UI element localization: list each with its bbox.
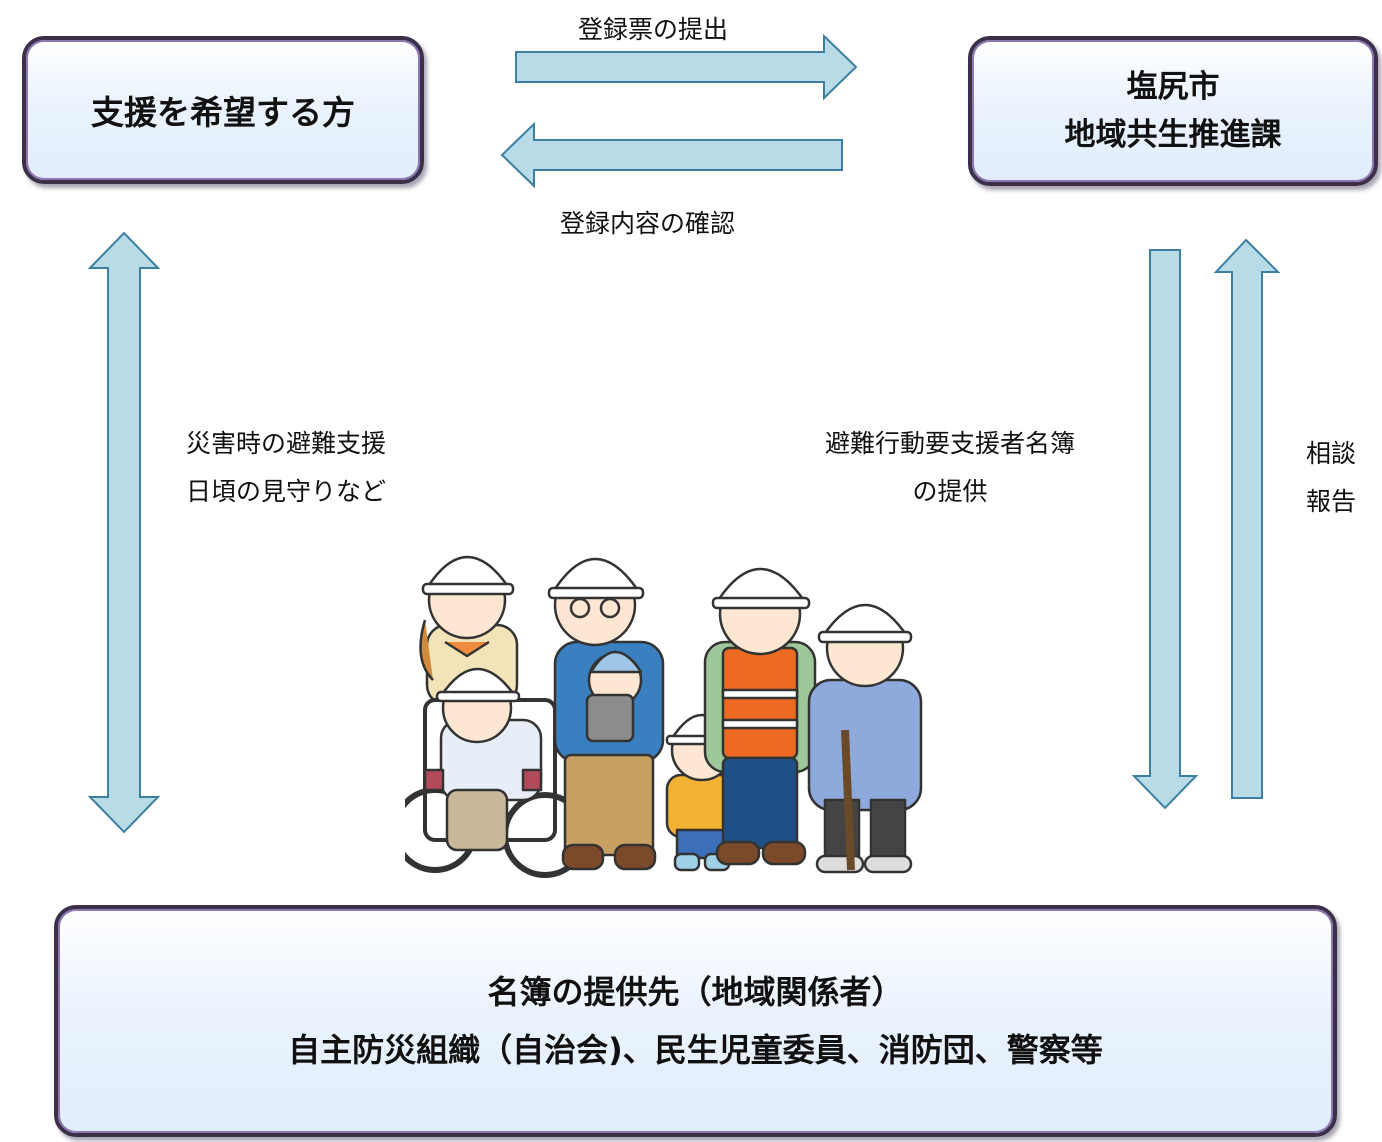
label-support-line2: 日頃の見守りなど: [186, 477, 387, 506]
label-list-line1: 避難行動要支援者名簿: [824, 429, 1075, 458]
woman-figure: [419, 555, 519, 707]
label-consult: 相談: [1306, 439, 1357, 468]
arrow-support-bidirectional: [87, 231, 161, 834]
arrow-consult-report: [1213, 238, 1281, 799]
city-office-box: 塩尻市 地域共生推進課: [968, 36, 1378, 186]
father-figure: [547, 557, 665, 871]
label-submit: 登録票の提出: [578, 15, 729, 44]
recipients-box: 名簿の提供先（地域関係者） 自主防災組織（自治会)、民生児童委員、消防団、警察等: [54, 905, 1337, 1137]
label-consult-report: 相談 報告: [1306, 430, 1356, 526]
city-name: 塩尻市: [1126, 69, 1220, 105]
applicant-label: 支援を希望する方: [91, 93, 355, 132]
label-confirm: 登録内容の確認: [560, 209, 736, 238]
recipients-title: 名簿の提供先（地域関係者）: [487, 973, 904, 1011]
recipients-list: 自主防災組織（自治会)、民生児童委員、消防団、警察等: [288, 1031, 1103, 1069]
arrow-list-provision: [1131, 249, 1199, 810]
arrow-submit: [515, 33, 858, 101]
label-support: 災害時の避難支援 日頃の見守りなど: [186, 420, 386, 516]
label-report: 報告: [1306, 487, 1357, 516]
label-list-provision: 避難行動要支援者名簿 の提供: [790, 420, 1110, 516]
label-list-line2: の提供: [912, 477, 988, 506]
wheelchair-figure: [405, 667, 588, 878]
residents-illustration: [405, 555, 923, 878]
elderly-man-figure: [807, 603, 923, 874]
applicant-box: 支援を希望する方: [22, 36, 424, 184]
arrow-confirm: [500, 121, 843, 189]
label-support-line1: 災害時の避難支援: [186, 429, 387, 458]
vest-man-figure: [703, 567, 817, 866]
city-department: 地域共生推進課: [1064, 117, 1282, 153]
